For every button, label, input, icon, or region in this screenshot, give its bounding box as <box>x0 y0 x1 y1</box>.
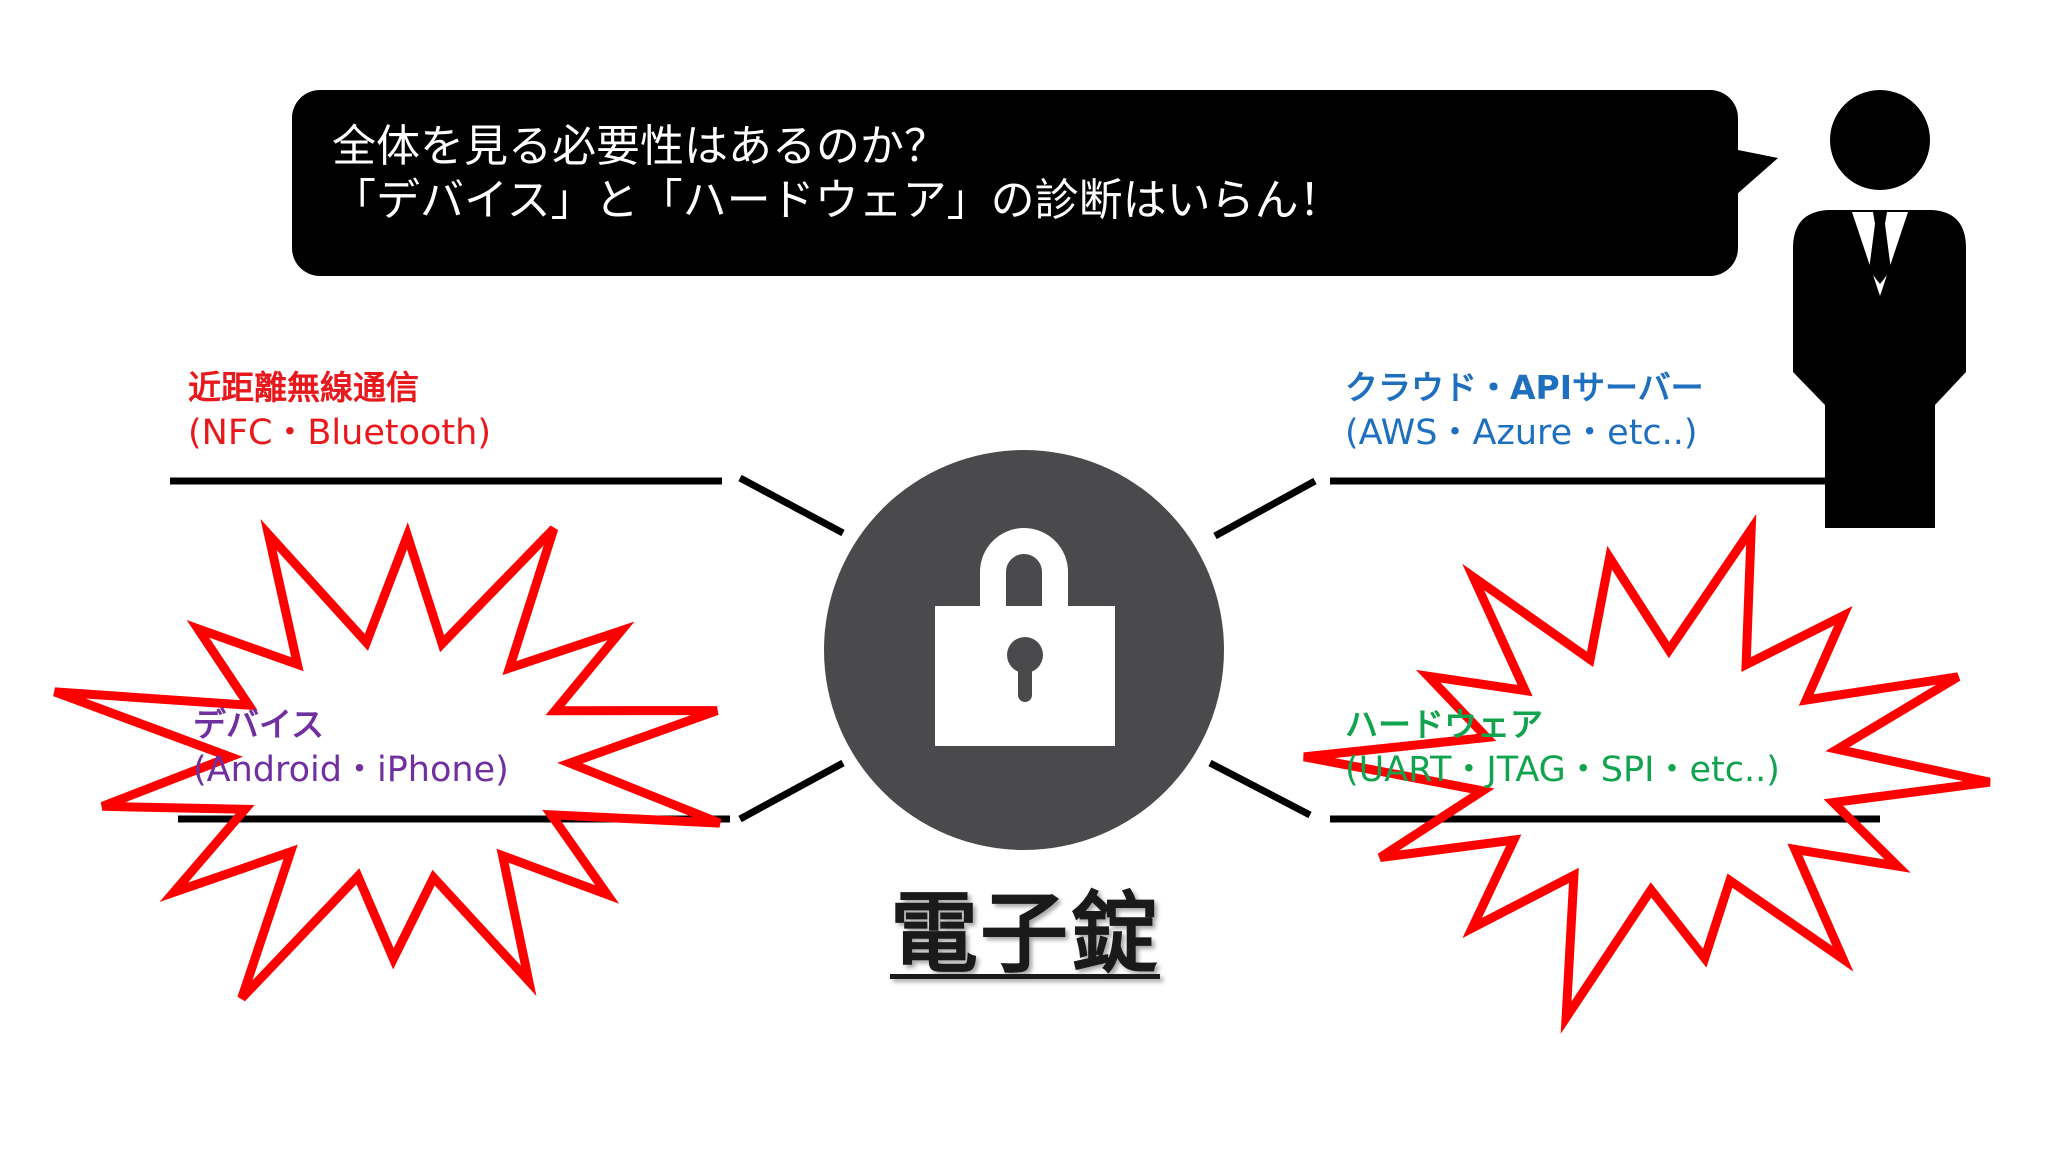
label-cloud-title: クラウド・APIサーバー <box>1345 368 1704 407</box>
speech-line-1: 全体を見る必要性はあるのか？ <box>332 121 948 172</box>
label-device-sub: (Android・iPhone) <box>193 750 509 790</box>
speech-bubble <box>292 90 1778 276</box>
explosion-bursts <box>53 513 1991 1034</box>
burst-device <box>53 518 722 1002</box>
label-device: デバイス (Android・iPhone) <box>193 703 509 793</box>
label-device-title: デバイス <box>193 705 325 744</box>
center-title: 電子錠 <box>889 882 1160 985</box>
line-hardware-diagonal <box>1208 759 1312 819</box>
padlock-icon <box>824 450 1224 850</box>
speech-bubble-text: 全体を見る必要性はあるのか？ 「デバイス」と「ハードウェア」の診断はいらん！ <box>332 120 1712 228</box>
line-cloud-diagonal <box>1213 477 1317 540</box>
label-cloud-sub: (AWS・Azure・etc..) <box>1345 413 1698 453</box>
label-nfc: 近距離無線通信 (NFC・Bluetooth) <box>188 366 491 456</box>
burst-hardware <box>1303 513 1991 1034</box>
line-nfc-diagonal <box>738 474 845 537</box>
label-hardware-sub: (UART・JTAG・SPI・etc..) <box>1345 750 1780 790</box>
speech-line-2: 「デバイス」と「ハードウェア」の診断はいらん！ <box>332 175 1343 226</box>
businessman-icon <box>1793 90 1966 528</box>
label-nfc-title: 近距離無線通信 <box>188 368 419 407</box>
label-cloud: クラウド・APIサーバー (AWS・Azure・etc..) <box>1345 366 1704 456</box>
line-device-diagonal <box>738 759 845 823</box>
label-hardware: ハードウェア (UART・JTAG・SPI・etc..) <box>1345 703 1780 793</box>
label-hardware-title: ハードウェア <box>1345 705 1543 744</box>
label-nfc-sub: (NFC・Bluetooth) <box>188 413 491 453</box>
